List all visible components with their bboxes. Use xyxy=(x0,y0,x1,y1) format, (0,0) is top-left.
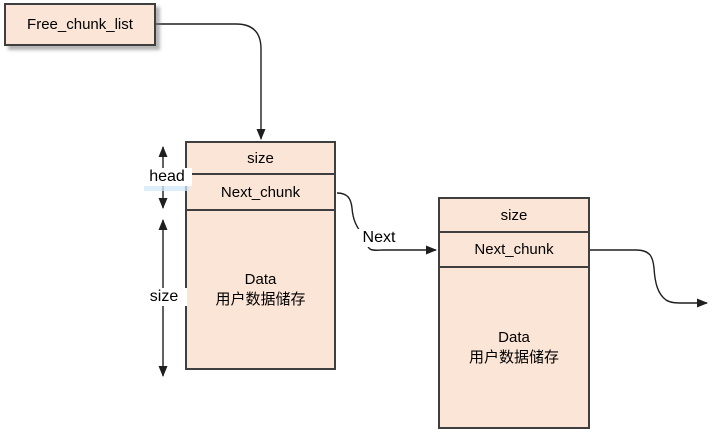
next-pointer-label: Next xyxy=(355,229,403,247)
chunk1-next-chunk-row: Next_chunk xyxy=(187,175,334,211)
free-chunk-list-box: Free_chunk_list xyxy=(4,3,156,46)
chunk1-box: size Next_chunk Data 用户数据储存 xyxy=(185,141,336,370)
chunk2-size-label: size xyxy=(500,206,528,224)
chunk1-size-label: size xyxy=(247,149,274,167)
chunk2-box: size Next_chunk Data 用户数据储存 xyxy=(438,197,590,429)
chunk1-data-label: Data xyxy=(244,270,277,288)
chunk1-data-sublabel: 用户数据储存 xyxy=(215,290,306,308)
size-span-label: size xyxy=(141,288,187,306)
free-chunk-list-label: Free_chunk_list xyxy=(27,16,133,33)
chunk2-data-sublabel: 用户数据储存 xyxy=(468,348,559,366)
chunk1-next-chunk-label: Next_chunk xyxy=(220,183,301,201)
chunk1-data-row: Data 用户数据储存 xyxy=(187,211,334,368)
connector-chunk2-out-arrow xyxy=(590,249,708,308)
chunk2-next-chunk-row: Next_chunk xyxy=(440,233,588,268)
chunk2-data-label: Data xyxy=(498,328,530,346)
chunk2-data-row: Data 用户数据储存 xyxy=(440,268,588,427)
head-span-label: head xyxy=(142,168,192,186)
chunk2-next-chunk-label: Next_chunk xyxy=(474,241,554,258)
head-label-highlight xyxy=(144,186,189,191)
chunk1-size-row: size xyxy=(187,143,334,175)
connector-freelist-to-chunk1-arrow xyxy=(156,23,266,140)
chunk2-size-row: size xyxy=(440,199,588,233)
